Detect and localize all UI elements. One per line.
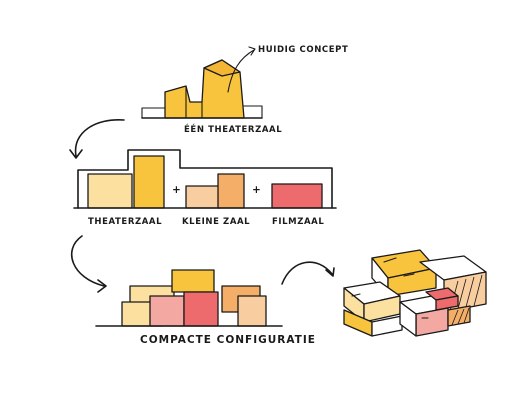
iso-red-front bbox=[435, 295, 459, 311]
current-design-label: Huidig Concept bbox=[258, 45, 348, 55]
iso-lower-white bbox=[371, 315, 403, 337]
curved-arrow-2 bbox=[71, 235, 107, 293]
theatre-hall-block-light bbox=[87, 173, 133, 209]
compact-block-light-orange bbox=[237, 295, 267, 327]
isometric-massing-sketch bbox=[343, 249, 487, 337]
small-hall-block-light bbox=[185, 185, 221, 209]
separate-halls-outline bbox=[77, 149, 333, 209]
theatre-hall-block bbox=[133, 155, 165, 209]
compact-configuration-sketch: Compacte configuratie bbox=[95, 269, 316, 346]
current-design-inner-lines bbox=[185, 85, 203, 119]
curved-arrow-3 bbox=[281, 261, 335, 285]
current-design-left-annex bbox=[141, 107, 166, 119]
film-hall-block bbox=[271, 183, 323, 209]
compact-block-yellow-top bbox=[171, 269, 215, 293]
plus-operator-1: + bbox=[172, 184, 182, 196]
current-design-sketch: Huidig Concept Één theaterzaal bbox=[141, 45, 348, 135]
current-design-roof-shading bbox=[203, 59, 241, 77]
curved-arrow-1 bbox=[69, 119, 125, 159]
iso-detail-strokes bbox=[351, 257, 429, 319]
compact-block-pink bbox=[149, 295, 185, 327]
iso-bottom-hatch bbox=[451, 307, 470, 326]
current-design-leader-arrow bbox=[227, 46, 256, 93]
compact-block-red bbox=[183, 291, 219, 327]
small-hall-label: Kleine zaal bbox=[182, 217, 250, 227]
separate-halls-sketch: + + Theaterzaal Kleine zaal Filmzaal bbox=[73, 149, 337, 227]
small-hall-block bbox=[217, 173, 245, 209]
compact-configuration-label: Compacte configuratie bbox=[140, 334, 316, 346]
iso-pink-side bbox=[399, 301, 417, 337]
current-design-right-annex bbox=[243, 105, 263, 119]
theatre-hall-label: Theaterzaal bbox=[88, 217, 162, 227]
plus-operator-2: + bbox=[252, 184, 262, 196]
one-theatre-hall-label: Één theaterzaal bbox=[184, 123, 282, 135]
film-hall-label: Filmzaal bbox=[272, 217, 324, 227]
